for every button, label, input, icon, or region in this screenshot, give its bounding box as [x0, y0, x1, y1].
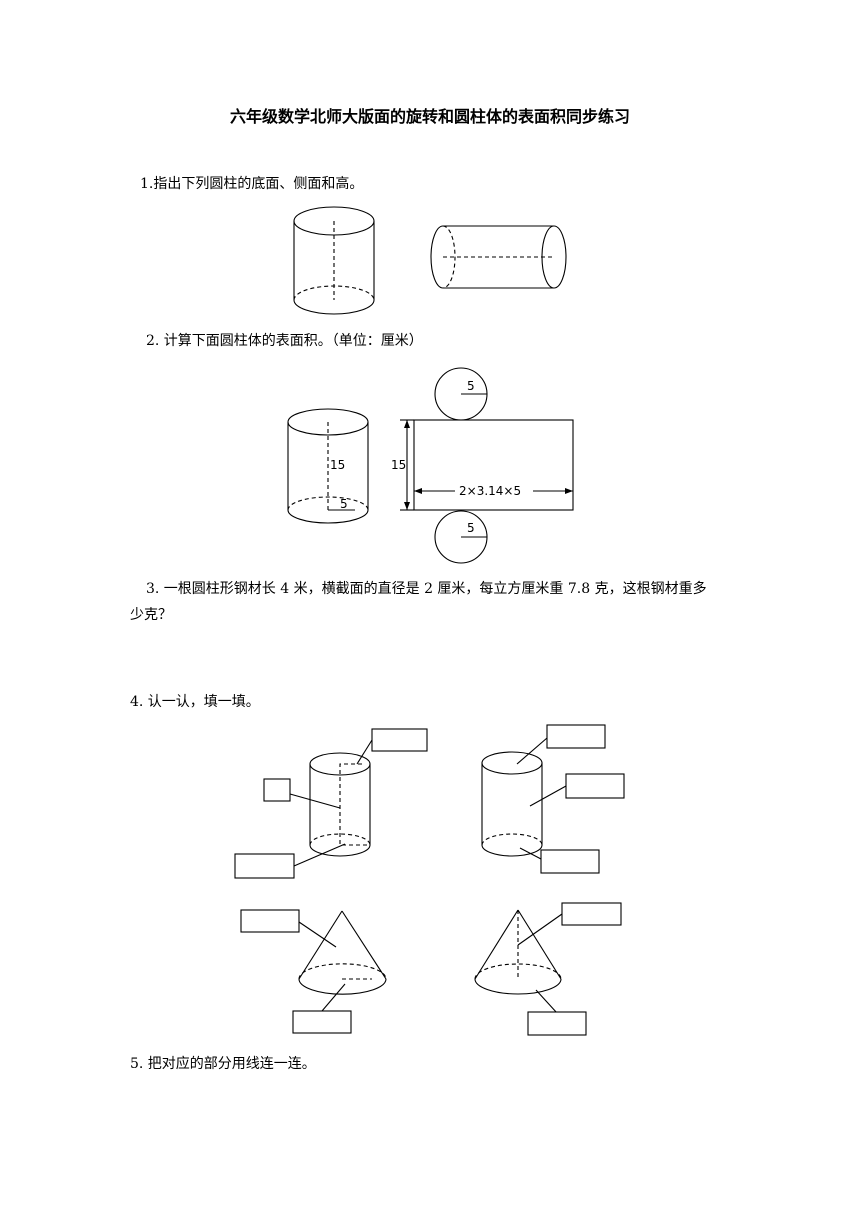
answer-box-2[interactable] [263, 778, 291, 802]
answer-box-6[interactable] [540, 849, 600, 874]
bottom-circle-radius-label: 5 [467, 521, 475, 535]
answer-box-1[interactable] [371, 728, 428, 752]
question-1: 1.指出下列圆柱的底面、侧面和高。 [140, 176, 364, 192]
answer-box-7[interactable] [240, 909, 300, 933]
question-3-line-1: 3. 一根圆柱形钢材长 4 米，横截面的直径是 2 厘米，每立方厘米重 7.8 … [146, 581, 707, 597]
question-4: 4. 认一认，填一填。 [130, 694, 260, 710]
page-title: 六年级数学北师大版面的旋转和圆柱体的表面积同步练习 [229, 107, 630, 126]
question-3-line-2: 少克？ [130, 607, 172, 623]
answer-box-10[interactable] [527, 1011, 587, 1036]
lying-cylinder [430, 225, 567, 289]
cylinder-net: 5 15 2×3.14×5 5 [391, 367, 574, 564]
cylinder-height-label: 15 [330, 458, 345, 472]
cylinder-right [481, 737, 567, 860]
question-2: 2. 计算下面圆柱体的表面积。（单位：厘米） [146, 333, 423, 349]
answer-box-8[interactable] [292, 1010, 352, 1034]
answer-box-3[interactable] [234, 853, 295, 879]
cone-left [298, 910, 387, 1012]
dimensioned-cylinder: 15 5 [287, 408, 369, 524]
upright-cylinder [293, 206, 375, 315]
answer-box-9[interactable] [561, 902, 622, 926]
cylinder-radius-label: 5 [340, 497, 348, 511]
top-circle-radius-label: 5 [467, 379, 475, 393]
answer-box-4[interactable] [546, 724, 606, 749]
question-5: 5. 把对应的部分用线连一连。 [130, 1056, 316, 1072]
net-height-label: 15 [391, 458, 406, 472]
cone-right [474, 909, 563, 1014]
net-length-label: 2×3.14×5 [459, 484, 521, 498]
cylinder-left [289, 739, 373, 867]
answer-box-5[interactable] [565, 773, 625, 799]
